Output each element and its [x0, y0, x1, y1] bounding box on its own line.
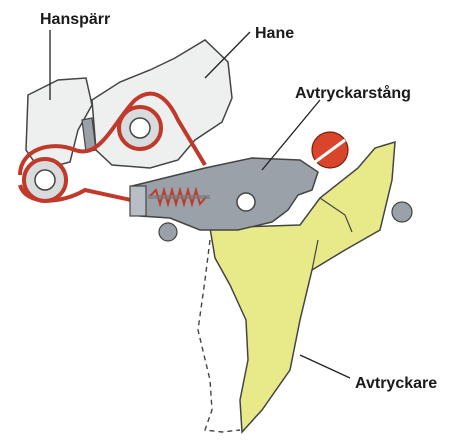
sear-axle	[35, 170, 55, 190]
trigger-bar-spring-guide	[148, 195, 210, 199]
hammer-part	[92, 40, 232, 168]
trigger-bar-plate	[130, 186, 146, 216]
label-avtryckarstang: Avtryckarstång	[295, 84, 411, 102]
hammer-axle	[130, 118, 150, 138]
label-hanspärr: Hanspärr	[40, 11, 110, 28]
trigger-bar-pivot	[237, 193, 255, 211]
right-pivot-pin	[392, 202, 412, 222]
leader-line-avtryckare	[300, 355, 350, 378]
label-avtryckare: Avtryckare	[355, 375, 437, 392]
label-hane: Hane	[255, 25, 294, 42]
trigger-bar-part	[132, 158, 318, 230]
lower-pivot-pin	[159, 223, 177, 241]
